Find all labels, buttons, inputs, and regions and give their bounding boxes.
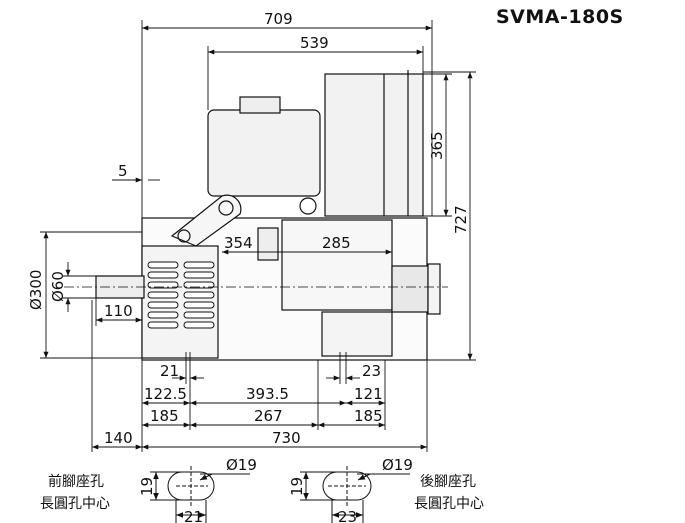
dim-flange-diameter: Ø300: [27, 270, 45, 310]
dim-front-slot-height: 19: [138, 477, 156, 496]
rear-hole-label-line2: 長圓孔中心: [414, 496, 484, 512]
dim-total-length: 709: [264, 10, 293, 28]
dim-offset: 5: [118, 162, 128, 180]
front-slot-detail: [150, 466, 250, 523]
hole-notes: 前腳座孔 長圓孔中心 後腳座孔 長圓孔中心: [40, 473, 484, 512]
dim-box-width: 285: [322, 234, 351, 252]
dim-rear-slot-height: 19: [288, 477, 306, 496]
front-hole-label-line1: 前腳座孔: [48, 473, 104, 490]
dimension-labels: 709 539 365 727 5 354 285 Ø300 Ø60 110 2…: [27, 10, 470, 523]
dim-base-offset: 354: [224, 234, 253, 252]
dim-total-height: 727: [452, 205, 470, 234]
dim-shaft-diameter: Ø60: [49, 271, 67, 302]
dim-mid-base: 267: [254, 407, 283, 425]
vent-grille: [147, 261, 215, 329]
dim-rear-base: 185: [354, 407, 383, 425]
dim-front-base: 185: [150, 407, 179, 425]
blower-housing: [324, 73, 424, 217]
rear-slot-detail: [300, 466, 410, 523]
dim-shaft-length: 110: [104, 302, 133, 320]
rear-hole-label-line1: 後腳座孔: [420, 474, 476, 490]
dim-blower-length: 539: [300, 34, 329, 52]
motor-terminal-box: [239, 96, 281, 114]
rear-fan-cover: [391, 265, 429, 313]
control-box: [281, 219, 393, 311]
rear-cap: [427, 263, 441, 315]
motor-body: [207, 109, 321, 197]
model-title: SVMA-180S: [496, 6, 624, 28]
dim-rear-slot-width: 23: [362, 362, 381, 380]
dim-front-edge: 122.5: [144, 385, 187, 403]
dim-rear-hole-diameter: Ø19: [382, 456, 413, 474]
link-pivot-lower: [177, 229, 191, 243]
dimension-lines: [40, 20, 476, 452]
dim-front-hole-diameter: Ø19: [226, 456, 257, 474]
dim-front-slot-width: 21: [160, 362, 179, 380]
dim-rear-edge: 121: [354, 385, 383, 403]
dim-rear-slot-bottom: 23: [338, 508, 357, 523]
cable-gland: [257, 227, 279, 261]
link-pivot-upper: [218, 200, 234, 216]
dim-blower-height: 365: [428, 131, 446, 160]
dim-base-total: 730: [272, 429, 301, 447]
dim-center-span: 393.5: [246, 385, 289, 403]
lower-housing: [321, 311, 393, 357]
front-hole-label-line2: 長圓孔中心: [40, 496, 110, 512]
machine-body: [95, 70, 441, 361]
dim-front-overhang: 140: [104, 429, 133, 447]
dim-front-slot-bottom: 21: [184, 508, 203, 523]
link-pivot-right: [299, 197, 317, 215]
